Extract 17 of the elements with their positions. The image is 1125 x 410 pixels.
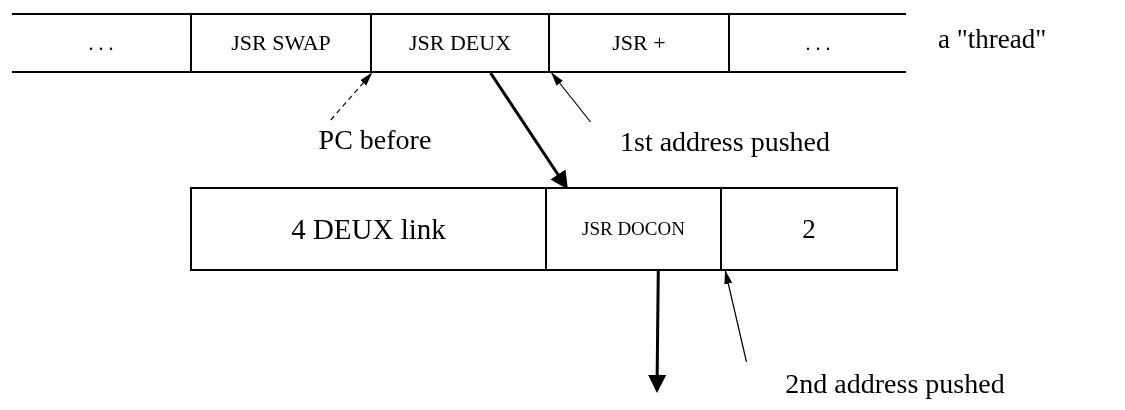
annotation-text: 1st address pushed	[565, 122, 885, 162]
caption-text: a "thread"	[938, 24, 1047, 55]
memory-cell: 4 DEUX link	[190, 187, 547, 271]
memory-cell: JSR +	[548, 13, 730, 73]
memory-cell: . . .	[728, 13, 906, 73]
leader-line	[724, 270, 748, 363]
leader-line	[551, 72, 592, 123]
arrow	[648, 271, 667, 393]
arrow	[489, 72, 568, 190]
annotation-text: PC before	[290, 120, 460, 160]
leader-line	[330, 72, 373, 121]
memory-cell: 2	[720, 187, 898, 271]
annotation-text: 2nd address pushed	[730, 362, 1060, 406]
memory-cell: JSR DOCON	[545, 187, 722, 271]
memory-cell: JSR SWAP	[190, 13, 372, 73]
memory-cell: . . .	[12, 13, 192, 73]
memory-cell: JSR DEUX	[370, 13, 550, 73]
